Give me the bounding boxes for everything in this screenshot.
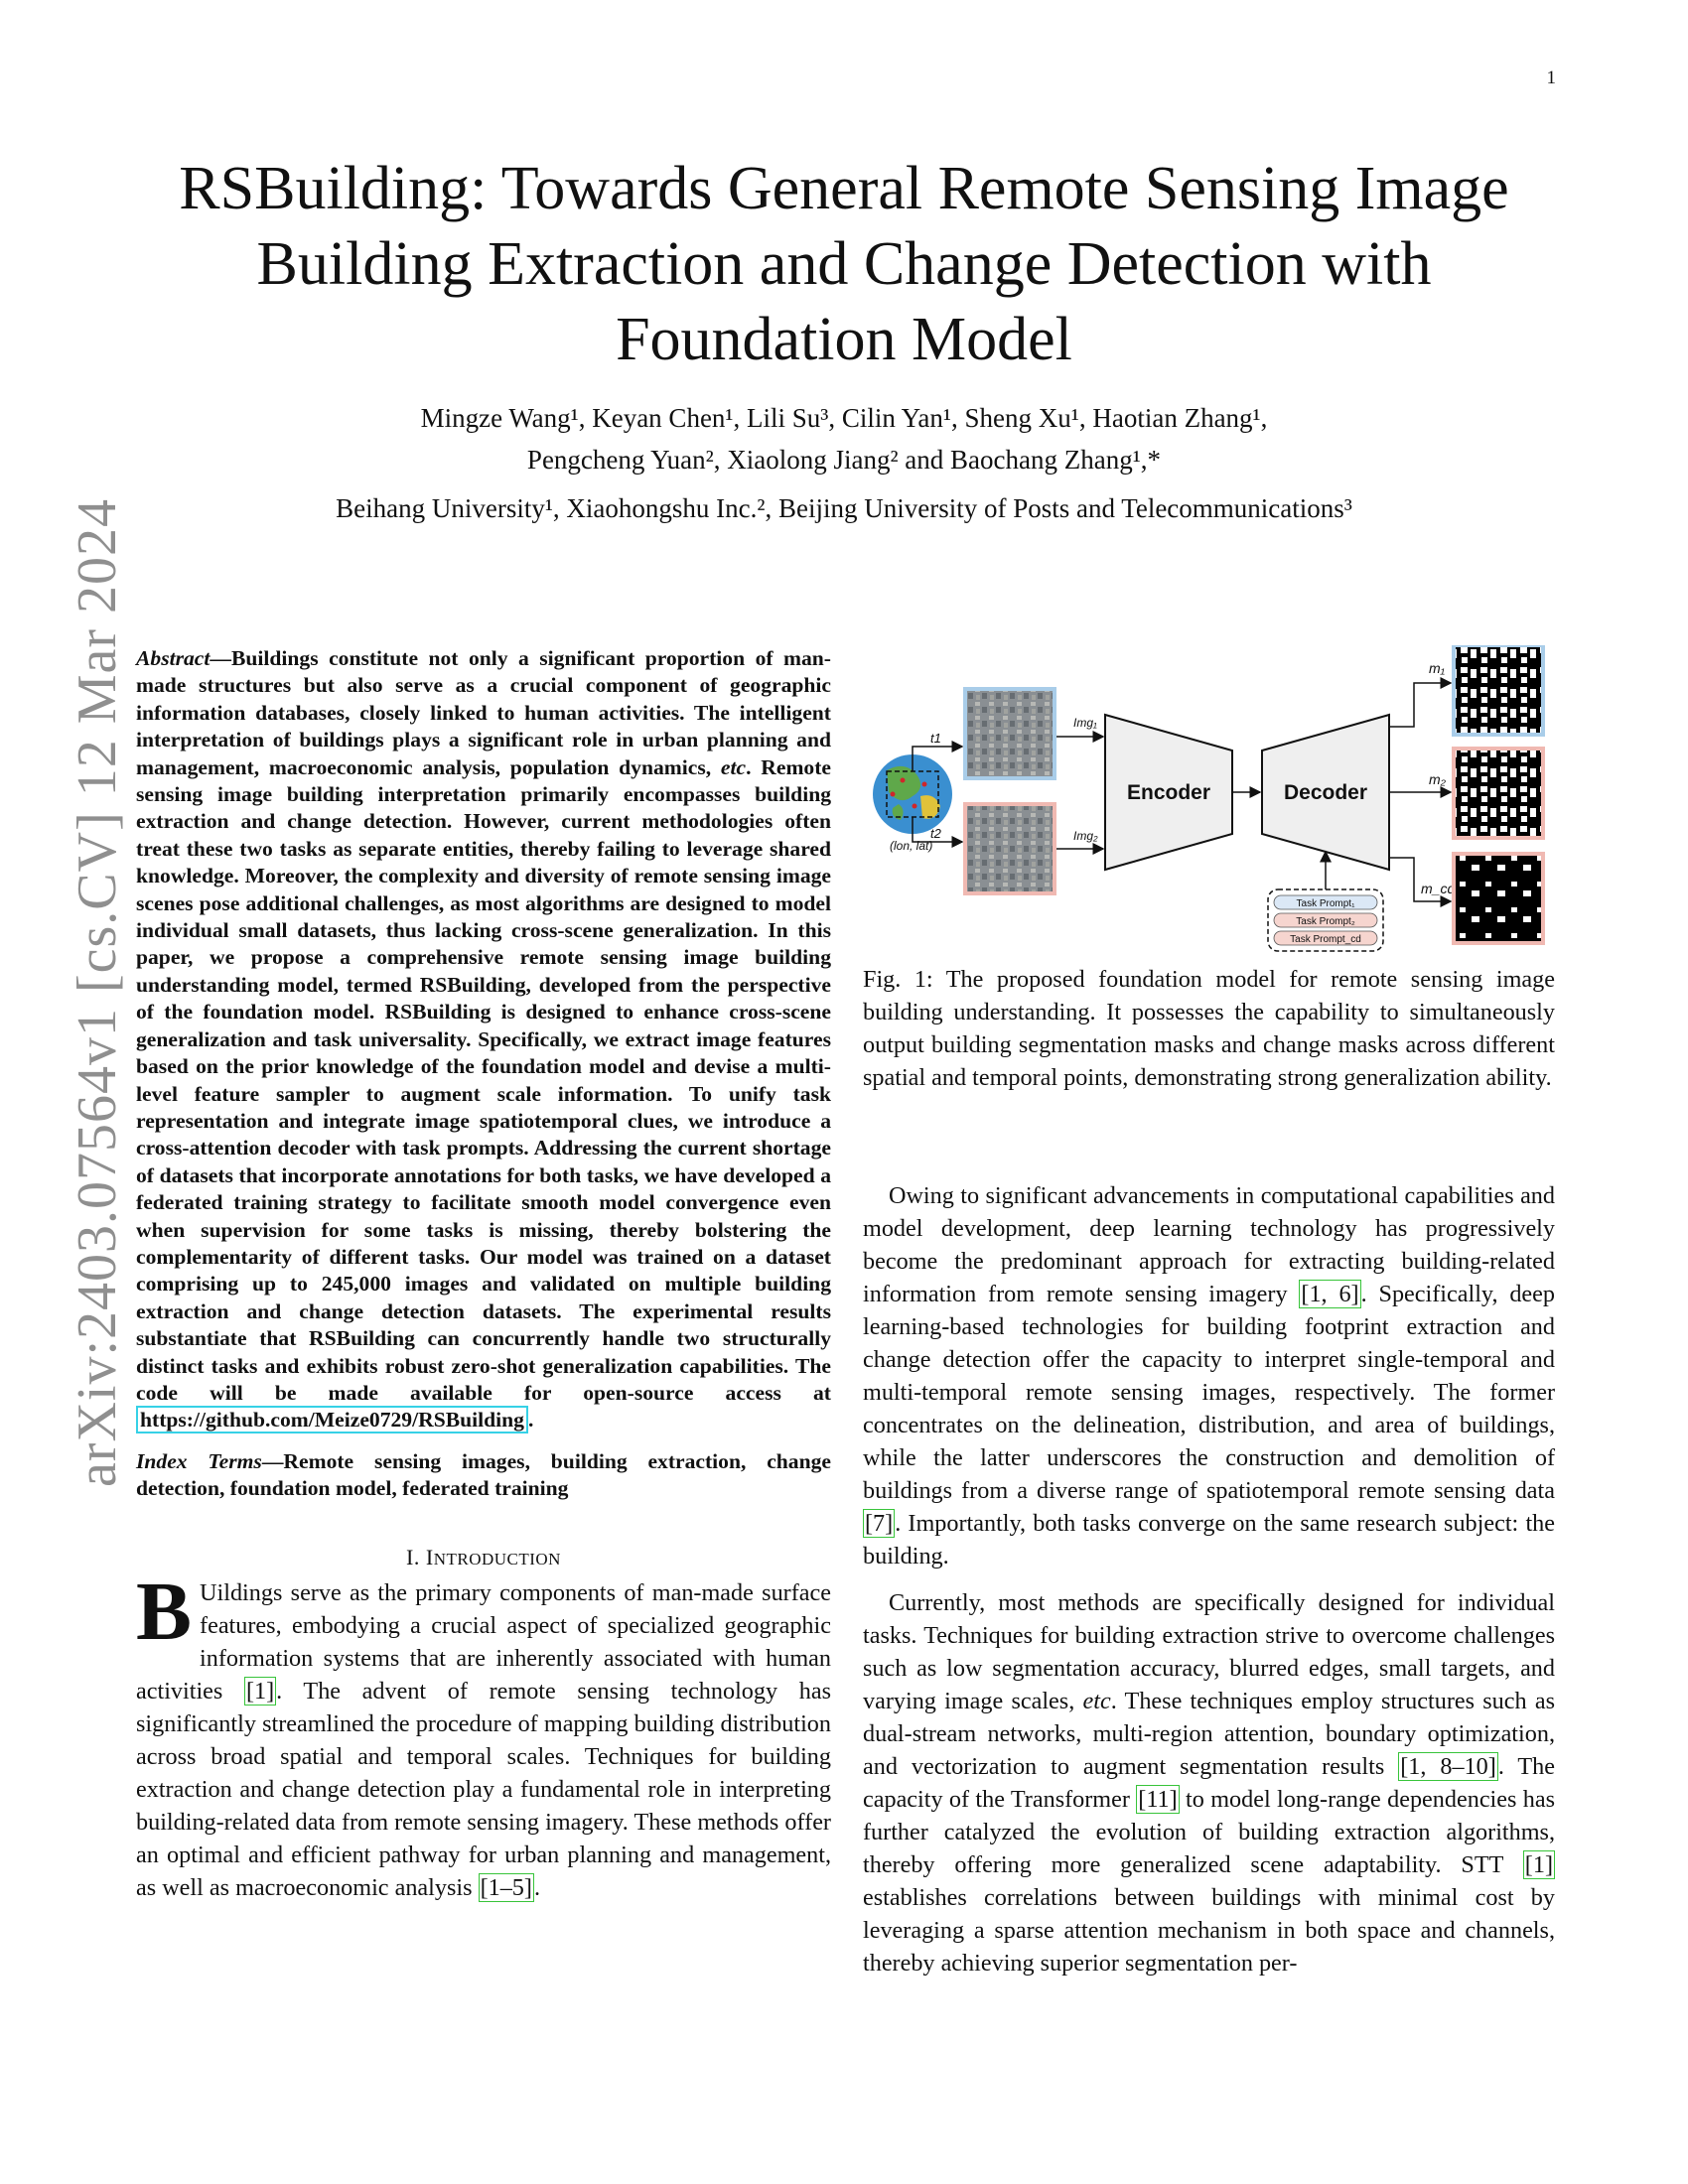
satellite-image-1 — [963, 687, 1056, 780]
encoder-block — [1104, 713, 1233, 872]
right-paragraph-1: Owing to significant advancements in com… — [863, 1179, 1555, 1572]
arxiv-stamp: arXiv:2403.07564v1 [cs.CV] 12 Mar 2024 — [67, 497, 128, 1488]
paper-title: RSBuilding: Towards General Remote Sensi… — [179, 155, 1509, 373]
github-link[interactable]: https://github.com/Meize0729/RSBuilding — [136, 1406, 528, 1434]
decoder-block — [1261, 713, 1390, 872]
index-terms-text: Remote sensing images, building extracti… — [136, 1448, 831, 1501]
abstract-text: Buildings constitute not only a signific… — [136, 646, 831, 779]
task-prompts-box — [1267, 888, 1384, 952]
t1-label: t1 — [930, 731, 941, 746]
intro-text-3: . — [533, 1873, 540, 1901]
task-prompt-cd: Task Prompt_cd — [1290, 934, 1361, 945]
t2-label: t2 — [930, 826, 942, 841]
section-heading-introduction: I. INTRODUCTION — [136, 1545, 831, 1570]
right-p2-text-3: . The capacity of the Transformer — [863, 1753, 1555, 1813]
task-prompt-1: Task Prompt₁ — [1297, 898, 1356, 909]
right-p2-text-1: Currently, most methods are specifically… — [863, 1589, 1555, 1714]
figure-1: (lon, lat) t1 t2 Img₁ Img₂ Encoder Decod… — [863, 643, 1555, 955]
right-p1-text-1: Owing to significant advancements in com… — [863, 1182, 1555, 1307]
author-list: Mingze Wang¹, Keyan Chen¹, Lili Su³, Cil… — [134, 397, 1554, 480]
citation[interactable]: [1, 8–10] — [1398, 1752, 1498, 1781]
img2-label: Img₂ — [1073, 829, 1098, 843]
right-p2-text-5: establishes correlations between buildin… — [863, 1884, 1555, 1977]
citation[interactable]: [1] — [243, 1676, 277, 1706]
output-mask-cd — [1452, 852, 1545, 945]
index-terms-label: Index Terms — [136, 1448, 262, 1473]
section-numeral: I. — [406, 1544, 426, 1570]
abstract-label: Abstract — [136, 646, 211, 670]
citation[interactable]: [1] — [1522, 1850, 1555, 1879]
output-mask-2 — [1452, 747, 1545, 840]
index-terms: Index Terms—Remote sensing images, build… — [136, 1448, 831, 1503]
abstract: Abstract—Buildings constitute not only a… — [136, 645, 831, 1434]
citation[interactable]: [7] — [863, 1509, 896, 1538]
page-number: 1 — [1546, 68, 1557, 88]
intro-text-2: . The advent of remote sensing technolog… — [136, 1677, 831, 1901]
citation[interactable]: [1–5] — [478, 1872, 534, 1902]
intro-text-1: Uildings serve as the primary components… — [136, 1578, 831, 1705]
citation[interactable]: [11] — [1136, 1785, 1180, 1814]
authors-line-1: Mingze Wang¹, Keyan Chen¹, Lili Su³, Cil… — [420, 403, 1268, 433]
globe-icon — [873, 754, 952, 834]
mcd-label: m_cd — [1421, 881, 1456, 896]
task-prompt-2: Task Prompt₂ — [1296, 916, 1355, 927]
img1-label: Img₁ — [1073, 716, 1097, 730]
right-p2-text-4: to model long-range dependencies has fur… — [863, 1786, 1556, 1878]
lonlat-label: (lon, lat) — [890, 839, 932, 853]
m2-label: m₂ — [1429, 771, 1447, 787]
m1-label: m₁ — [1429, 660, 1446, 676]
abstract-etc: etc — [720, 754, 747, 779]
decoder-label: Decoder — [1284, 781, 1367, 804]
right-p1-text-3: . Importantly, both tasks converge on th… — [863, 1510, 1555, 1570]
abstract-text-2: . Remote sensing image building interpre… — [136, 754, 832, 1405]
right-p2-text-2: . These techniques employ structures suc… — [863, 1688, 1555, 1780]
right-column: (lon, lat) t1 t2 Img₁ Img₂ Encoder Decod… — [863, 643, 1555, 1979]
output-mask-1 — [1452, 643, 1545, 737]
section-first-letter: I — [425, 1544, 434, 1570]
citation[interactable]: [1, 6] — [1299, 1280, 1361, 1308]
left-column: Abstract—Buildings constitute not only a… — [136, 645, 831, 1904]
figure-1-caption: Fig. 1: The proposed foundation model fo… — [863, 966, 1555, 1091]
right-p1-text-2: . Specifically, deep learning-based tech… — [863, 1281, 1555, 1504]
right-p2-etc: etc — [1082, 1688, 1111, 1714]
abstract-dash: — — [210, 646, 231, 670]
index-terms-dash: — — [261, 1448, 284, 1473]
drop-cap: B — [136, 1565, 193, 1658]
figure-1-diagram: (lon, lat) t1 t2 Img₁ Img₂ Encoder Decod… — [873, 643, 1545, 952]
right-paragraph-2: Currently, most methods are specifically… — [863, 1586, 1555, 1979]
encoder-label: Encoder — [1127, 781, 1210, 804]
affiliations: Beihang University¹, Xiaohongshu Inc.², … — [336, 493, 1352, 523]
abstract-end: . — [527, 1408, 534, 1433]
satellite-image-2 — [963, 802, 1056, 895]
section-rest: NTRODUCTION — [433, 1549, 561, 1569]
authors-line-2: Pengcheng Yuan², Xiaolong Jiang² and Bao… — [526, 445, 1162, 475]
